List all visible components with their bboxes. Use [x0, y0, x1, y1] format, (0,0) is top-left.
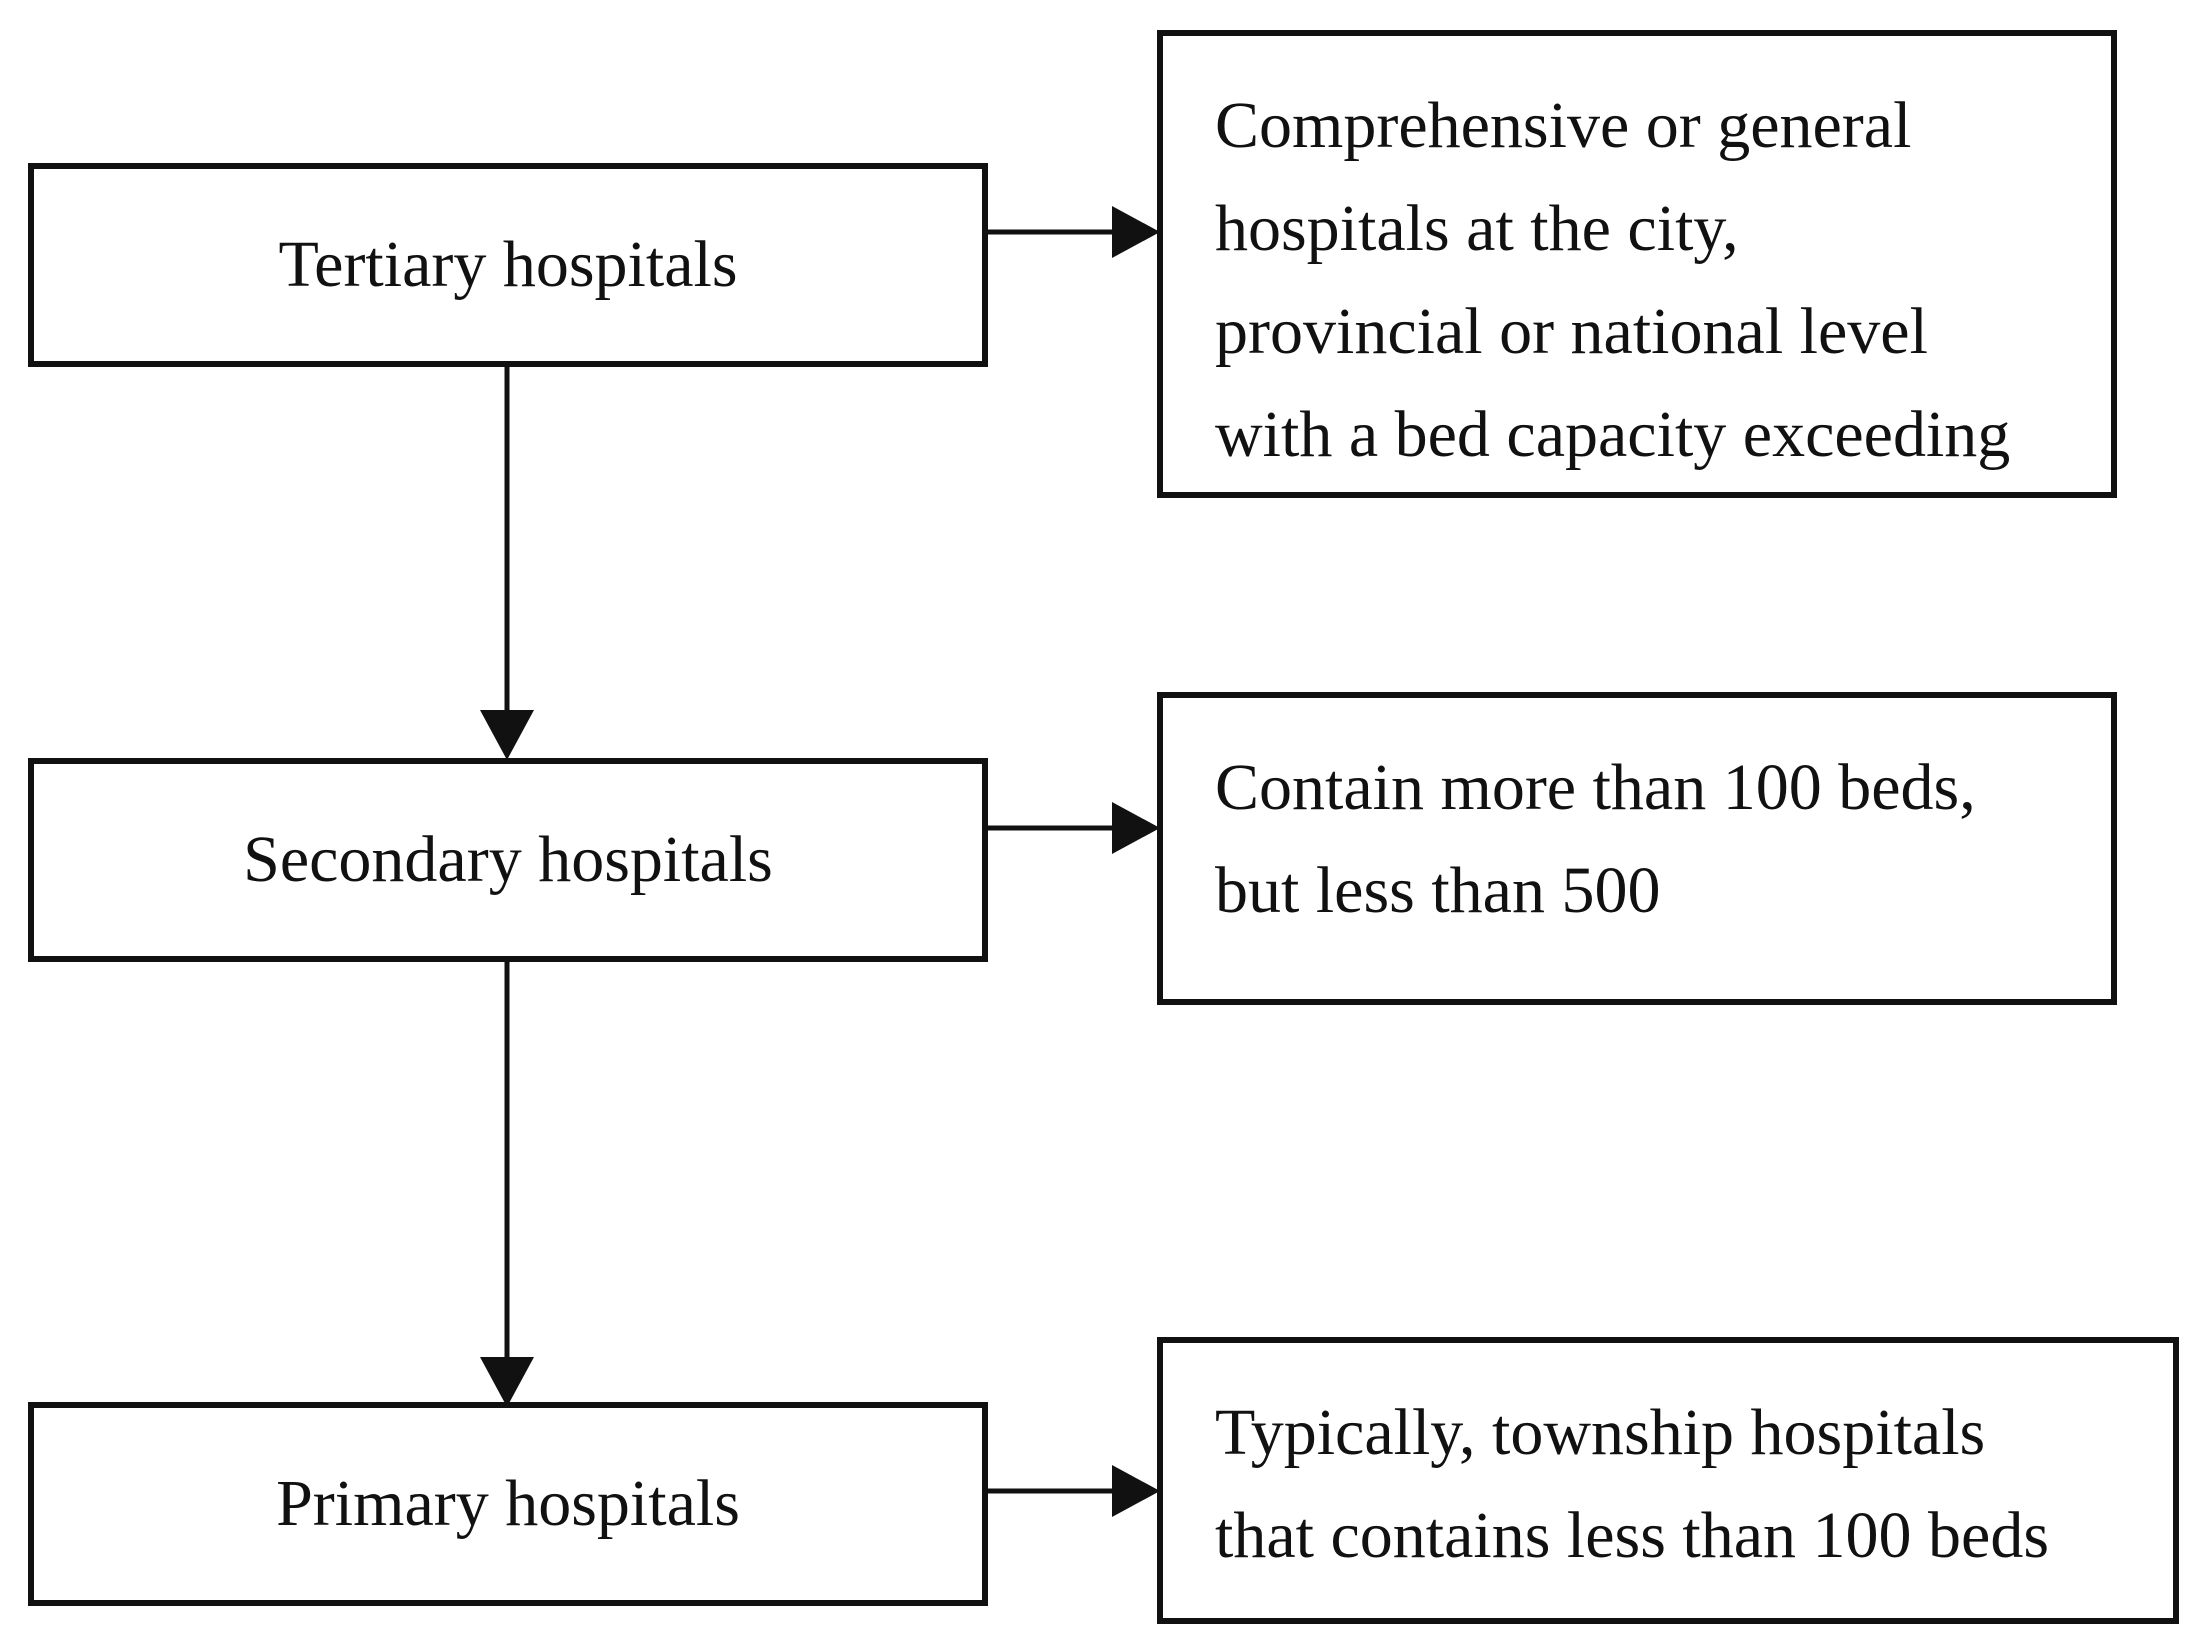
primary-hospitals-box: Primary hospitals — [28, 1402, 988, 1606]
primary-description-text: Typically, township hospitals that conta… — [1215, 1381, 2163, 1587]
secondary-description-text: Contain more than 100 beds, but less tha… — [1215, 736, 2101, 942]
description-line: that contains less than 100 beds — [1215, 1499, 2050, 1572]
description-line: provincial or national level — [1215, 295, 1928, 368]
arrowhead-secondary-to-primary — [480, 1357, 534, 1407]
description-line: hospitals at the city, — [1215, 192, 1739, 265]
tertiary-hospitals-label: Tertiary hospitals — [278, 228, 738, 301]
description-line: Contain more than 100 beds, — [1215, 751, 1976, 824]
secondary-description-box: Contain more than 100 beds, but less tha… — [1157, 692, 2117, 1005]
tertiary-description-text: Comprehensive or general hospitals at th… — [1215, 74, 2101, 486]
tertiary-hospitals-box: Tertiary hospitals — [28, 163, 988, 367]
arrowhead-secondary-to-description — [1112, 802, 1160, 854]
tertiary-description-box: Comprehensive or general hospitals at th… — [1157, 30, 2117, 498]
secondary-hospitals-label: Secondary hospitals — [243, 823, 773, 896]
primary-hospitals-label: Primary hospitals — [276, 1467, 740, 1540]
description-line: but less than 500 — [1215, 854, 1661, 927]
arrowhead-tertiary-to-description — [1112, 206, 1160, 258]
secondary-hospitals-box: Secondary hospitals — [28, 758, 988, 962]
description-line: with a bed capacity exceeding — [1215, 398, 2011, 471]
description-line: Typically, township hospitals — [1215, 1396, 1986, 1469]
description-line: Comprehensive or general — [1215, 89, 1912, 162]
primary-description-box: Typically, township hospitals that conta… — [1157, 1337, 2179, 1624]
arrowhead-tertiary-to-secondary — [480, 710, 534, 760]
arrowhead-primary-to-description — [1112, 1465, 1160, 1517]
